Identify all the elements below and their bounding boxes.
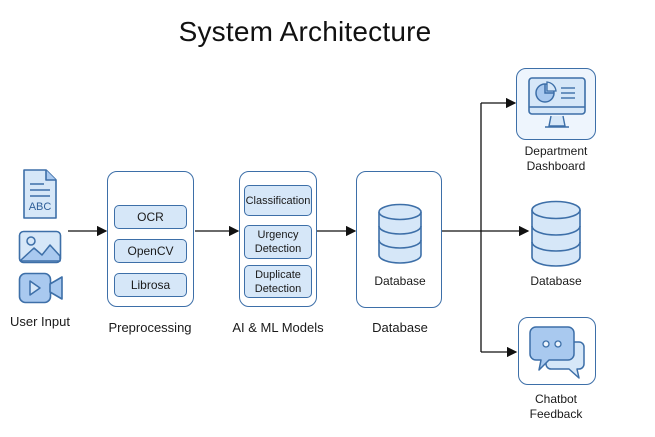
dashboard-output-box[interactable] bbox=[516, 68, 596, 140]
database-icon bbox=[378, 203, 422, 264]
preprocessing-item-librosa[interactable]: Librosa bbox=[114, 273, 187, 297]
models-label: AI & ML Models bbox=[232, 320, 324, 335]
database-stage-label: Database bbox=[372, 320, 428, 335]
document-icon: ABC bbox=[23, 169, 57, 219]
image-icon bbox=[18, 230, 62, 264]
preprocessing-item-ocr[interactable]: OCR bbox=[114, 205, 187, 229]
model-item-urgency-detection[interactable]: Urgency Detection bbox=[244, 225, 312, 259]
page-title: System Architecture bbox=[178, 16, 432, 47]
svg-text:ABC: ABC bbox=[29, 201, 52, 213]
user-input-group: ABC bbox=[10, 168, 70, 334]
output-database-icon bbox=[531, 200, 581, 267]
output-database-label: Database bbox=[530, 274, 582, 288]
chatbot-output-box[interactable] bbox=[518, 317, 596, 385]
preprocessing-label: Preprocessing bbox=[108, 320, 192, 335]
chatbot-label-line1: Chatbot bbox=[534, 392, 578, 406]
chat-bubbles-icon bbox=[529, 326, 585, 379]
video-icon bbox=[18, 272, 63, 304]
chatbot-label-line2: Feedback bbox=[529, 407, 583, 421]
preprocessing-box[interactable]: OCR OpenCV Librosa bbox=[107, 171, 194, 307]
chatbot-output-label: Chatbot Feedback bbox=[506, 392, 606, 422]
user-input-label: User Input bbox=[10, 314, 70, 329]
database-stage-inner-label: Database bbox=[374, 274, 426, 288]
dashboard-label-line2: Dashboard bbox=[526, 159, 586, 173]
database-stage-box[interactable]: Database bbox=[356, 171, 442, 308]
dashboard-label-line1: Department bbox=[524, 144, 588, 158]
preprocessing-item-opencv[interactable]: OpenCV bbox=[114, 239, 187, 263]
dashboard-monitor-icon bbox=[528, 77, 586, 128]
model-item-duplicate-detection[interactable]: Duplicate Detection bbox=[244, 265, 312, 298]
models-box[interactable]: Classification Urgency Detection Duplica… bbox=[239, 171, 317, 307]
model-item-classification[interactable]: Classification bbox=[244, 185, 312, 216]
dashboard-output-label: Department Dashboard bbox=[500, 144, 612, 174]
